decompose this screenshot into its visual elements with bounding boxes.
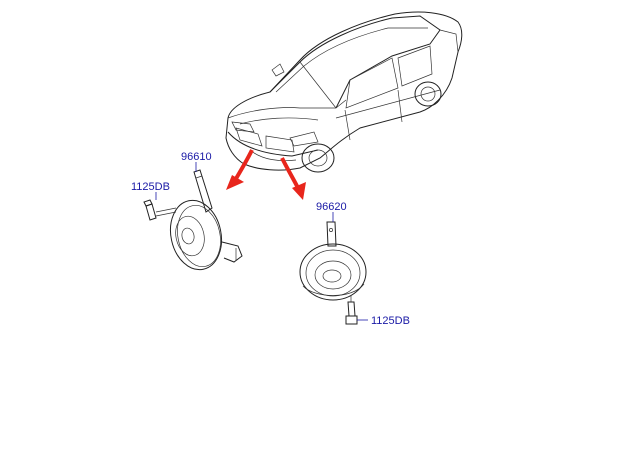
part-label-1125db-left: 1125DB <box>131 181 170 193</box>
bolt-left <box>143 199 177 221</box>
bolt-icon <box>145 203 157 221</box>
part-label-96610: 96610 <box>181 151 212 163</box>
horn-low-icon <box>169 169 243 271</box>
arrow-to-left-horn <box>226 149 254 190</box>
arrow-icon <box>292 182 306 200</box>
car-illustration <box>225 11 463 173</box>
bolt-icon <box>347 301 356 317</box>
arrow-to-right-horn <box>280 157 306 200</box>
part-label-96620: 96620 <box>316 201 347 213</box>
bolt-right <box>345 296 358 325</box>
part-label-1125db-right: 1125DB <box>371 315 410 327</box>
arrow-icon <box>226 175 244 190</box>
horn-high-icon <box>299 221 367 301</box>
